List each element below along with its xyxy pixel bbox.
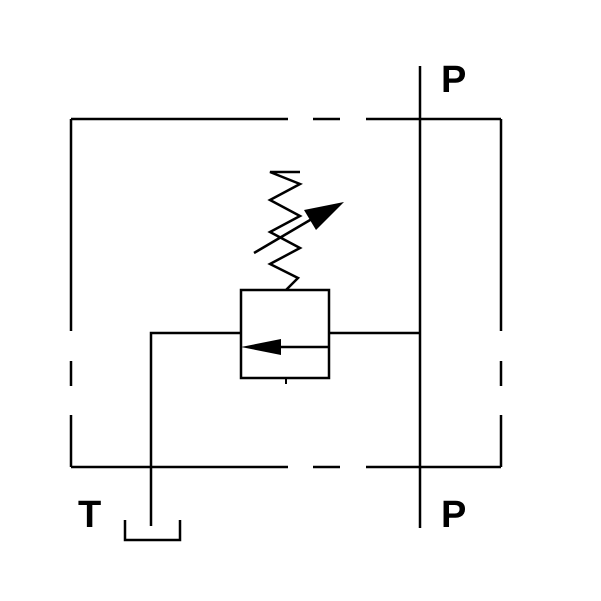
port-label-tank: T [78,494,101,536]
adjustable-arrow-icon [304,202,344,230]
tank-symbol [123,520,182,542]
hydraulic-lines [149,66,422,528]
port-label-pressure-top: P [441,59,466,101]
valve-element [239,288,331,384]
valve-to-tank-line [149,331,241,526]
tank-icon [123,520,182,542]
adjustable-spring [253,170,344,291]
valve-body [239,288,331,380]
spring-icon [267,170,303,291]
enclosure-frame [69,117,503,469]
port-label-pressure-bottom: P [441,494,466,536]
flow-arrow-icon [241,339,281,355]
